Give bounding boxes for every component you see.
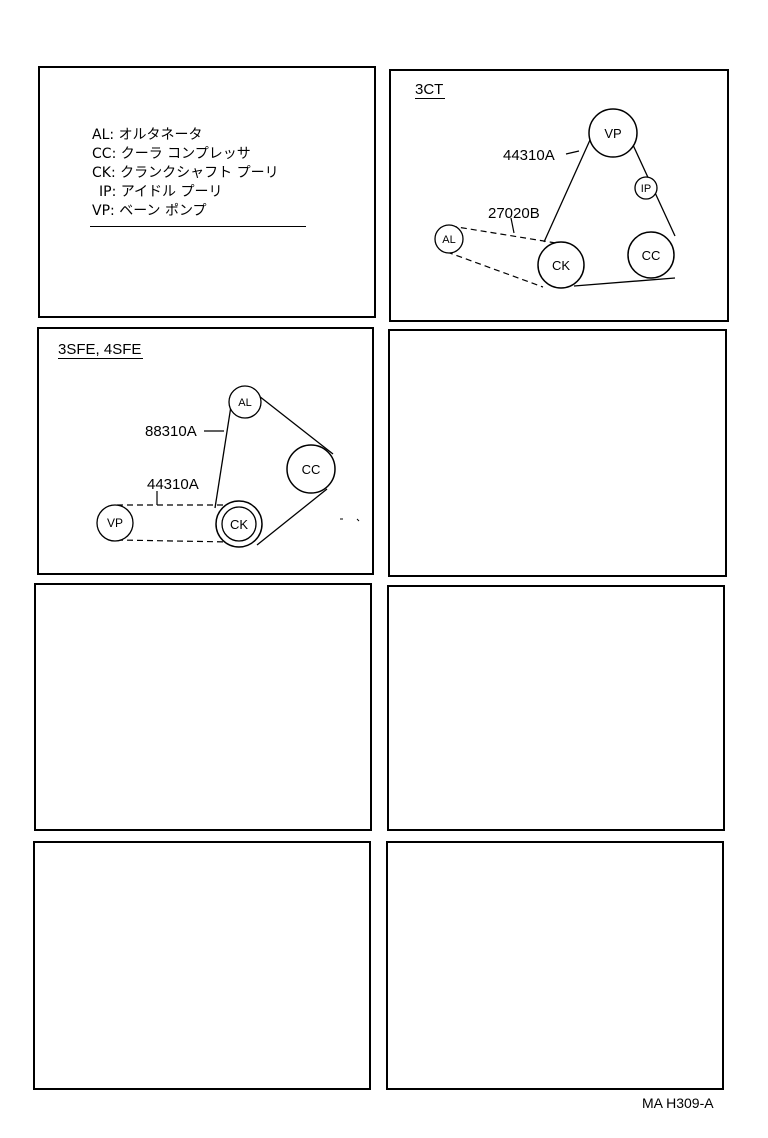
pulley-vp [588,108,638,158]
legend-name: オルタネータ [118,127,203,143]
belt-88310a-lower-right [256,488,328,546]
pulley-cc [286,444,336,494]
pulley-label-ck: CK [230,517,248,532]
legend-code: IP [99,184,112,200]
pulley-al [434,224,464,254]
pulley-ck-inner [221,506,257,542]
belt-44310a-bottom [116,539,232,543]
empty-panel-4-right [386,841,724,1090]
empty-panel-4-left [33,841,371,1090]
speck [356,518,360,522]
pulley-al [228,385,262,419]
pulley-label-cc: CC [642,248,661,263]
legend-underline [90,226,306,227]
document-code: MA H309-A [642,1095,714,1111]
legend-panel: AL: オルタネータ CC: クーラ コンプレッサ CK: クランクシャフト プ… [38,66,376,318]
legend-name: クランクシャフト プーリ [120,165,279,181]
panel-title: 3CT [415,81,446,99]
legend-name: クーラ コンプレッサ [120,146,251,162]
pulley-ck [537,241,585,289]
belt-27020b-bottom [446,251,544,288]
pulley-cc [627,231,675,279]
pulley-ip [634,176,658,200]
belt-88310a-upper-right [258,395,334,455]
legend-item-cc: CC: クーラ コンプレッサ [92,146,251,162]
legend-item-ip: IP: アイドル プーリ [99,184,223,200]
legend-code: CC [92,146,112,162]
legend-name: ベーン ポンプ [119,203,207,219]
belt-label-44310a: 44310A [147,476,199,493]
legend-item-vp: VP: ベーン ポンプ [92,203,207,219]
leader-27020b [510,217,515,234]
legend-name: アイドル プーリ [120,184,223,200]
legend-code: VP [92,203,111,219]
panel-title: 3SFE, 4SFE [58,341,144,359]
pulley-label-vp: VP [107,516,123,530]
belt-44310a-left [543,139,591,243]
pulley-label-ck: CK [552,258,570,273]
legend-list: AL: オルタネータ CC: クーラ コンプレッサ CK: クランクシャフト プ… [92,126,279,221]
legend-code: AL [92,127,110,143]
belt-diagram-3sfe: AL CC VP CK 88310A 44310A [96,385,360,548]
belt-label-27020b: 27020B [488,205,540,222]
pulley-ck-outer [215,500,263,548]
belt-44310a-bottom [573,277,676,287]
legend-item-ck: CK: クランクシャフト プーリ [92,165,279,181]
legend-item-al: AL: オルタネータ [92,127,203,143]
empty-panel-3-right [387,585,725,831]
leader-44310a [565,150,580,155]
belt-27020b-top [450,225,557,244]
panel-3sfe-4sfe: 3SFE, 4SFE AL CC VP CK 88310A 44310A [37,327,374,575]
empty-panel-3-left [34,583,372,831]
panel-3ct: 3CT VP IP AL CK CC 44310A 27020B [389,69,729,322]
pulley-label-cc: CC [302,462,321,477]
belt-label-44310a: 44310A [503,147,555,164]
belt-88310a-left [214,405,232,509]
pulley-label-ip: IP [641,183,651,195]
pulley-label-vp: VP [604,126,621,141]
belt-diagram-3ct: VP IP AL CK CC 44310A 27020B [434,108,676,289]
legend-code: CK [92,165,111,181]
empty-panel-2-right [388,329,727,577]
belt-label-88310a: 88310A [145,423,197,440]
pulley-label-al: AL [442,234,455,246]
pulley-vp [96,504,134,542]
pulley-label-al: AL [238,397,251,409]
